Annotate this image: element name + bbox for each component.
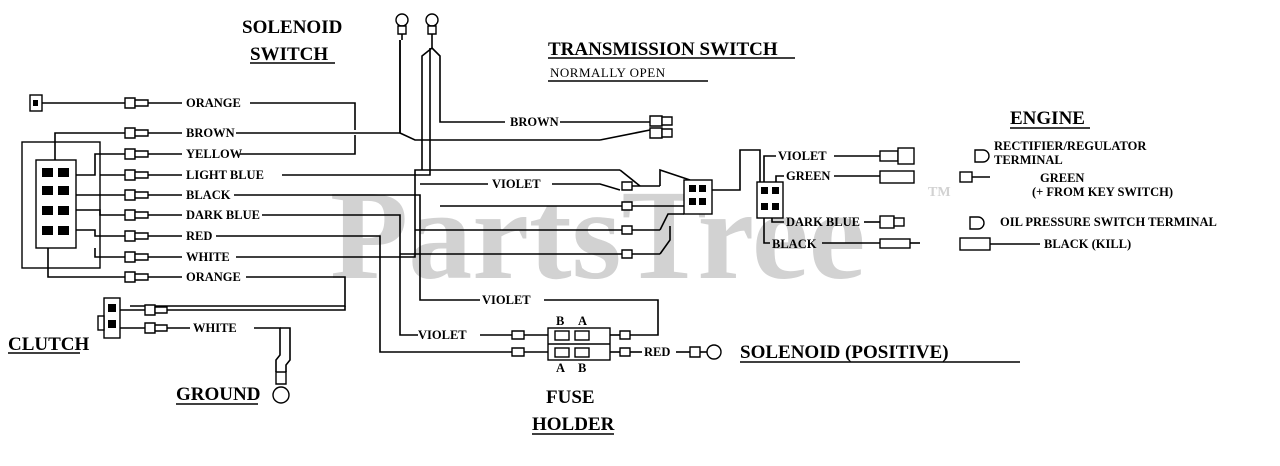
ground-terminal — [272, 371, 290, 404]
engine-wire-black: BLACK — [772, 237, 817, 251]
transmission-switch-connectors — [560, 115, 673, 141]
transmission-switch-subtitle: NORMALLY OPEN — [550, 65, 666, 80]
plug-icon — [124, 169, 149, 181]
wire-label-orange-2: ORANGE — [186, 270, 241, 284]
wire-label-yellow: YELLOW — [186, 147, 243, 161]
wire-label-violet-mid: VIOLET — [492, 177, 541, 191]
wire-label-violet-low: VIOLET — [482, 293, 531, 307]
mid-connector — [400, 168, 713, 259]
plug-icon — [124, 271, 149, 283]
green-key-label-2: (+ FROM KEY SWITCH) — [1032, 185, 1173, 199]
watermark-tm: TM — [928, 185, 951, 200]
fuse-holder: VIOLET B A A B — [418, 314, 642, 375]
engine-wire-green: GREEN — [786, 169, 830, 183]
violet-fuse-run — [544, 299, 659, 336]
rectifier-label-1: RECTIFIER/REGULATOR — [994, 139, 1147, 153]
black-kill-label: BLACK (KILL) — [1044, 237, 1131, 251]
engine-wire-dark-blue: DARK BLUE — [786, 215, 860, 229]
orange-terminal-icon — [29, 94, 125, 112]
oil-pressure-label: OIL PRESSURE SWITCH TERMINAL — [1000, 215, 1217, 229]
clutch-title: CLUTCH — [8, 334, 90, 355]
solenoid-positive-terminal — [676, 344, 722, 360]
engine-wire-violet: VIOLET — [778, 149, 827, 163]
engine-connector — [712, 149, 784, 244]
wire-label-dark-blue: DARK BLUE — [186, 208, 260, 222]
solenoid-switch-title-2: SWITCH — [250, 44, 328, 65]
wire-label-clutch-white: WHITE — [193, 321, 237, 335]
plug-icon — [124, 230, 149, 242]
watermark-text: PartsTree — [330, 164, 865, 306]
fuse-letter-top-a: A — [578, 314, 587, 328]
plug-icon — [124, 127, 149, 139]
main-harness-connector — [21, 141, 101, 269]
engine-wire-terminals — [822, 147, 920, 249]
transmission-switch-title: TRANSMISSION SWITCH — [548, 39, 778, 60]
solenoid-switch-title-1: SOLENOID — [242, 17, 342, 38]
wire-label-violet-fuse: VIOLET — [418, 328, 467, 342]
engine-side-terminals — [959, 149, 1040, 251]
solenoid-switch-terminals — [395, 13, 600, 170]
wire-label-red-fuse: RED — [644, 345, 670, 359]
solenoid-positive-title: SOLENOID (POSITIVE) — [740, 342, 949, 363]
wire-runs — [130, 40, 620, 353]
wire-leads — [148, 102, 182, 278]
fuse-letter-top-b: B — [556, 314, 564, 328]
fuse-letter-bottom-b: B — [578, 361, 586, 375]
harness-routing — [47, 132, 125, 278]
wire-label-white: WHITE — [186, 250, 230, 264]
fuse-holder-title-1: FUSE — [546, 387, 595, 408]
fuse-holder-title-2: HOLDER — [532, 414, 615, 435]
plug-icon — [124, 209, 149, 221]
green-key-label-1: GREEN — [1040, 171, 1084, 185]
clutch-connector — [97, 297, 346, 372]
plug-icon — [124, 148, 149, 160]
rectifier-label-2: TERMINAL — [994, 153, 1063, 167]
wire-label-orange: ORANGE — [186, 96, 241, 110]
ground-title: GROUND — [176, 384, 260, 405]
wire-label-red: RED — [186, 229, 212, 243]
harness-plugs — [124, 97, 149, 283]
fuse-letter-bottom-a: A — [556, 361, 565, 375]
wire-label-trans-brown: BROWN — [510, 115, 559, 129]
wire-label-brown: BROWN — [186, 126, 235, 140]
wire-label-light-blue: LIGHT BLUE — [186, 168, 264, 182]
engine-title: ENGINE — [1010, 108, 1085, 129]
plug-icon — [124, 97, 149, 109]
plug-icon — [124, 251, 149, 263]
plug-icon — [124, 189, 149, 201]
wire-label-black: BLACK — [186, 188, 231, 202]
